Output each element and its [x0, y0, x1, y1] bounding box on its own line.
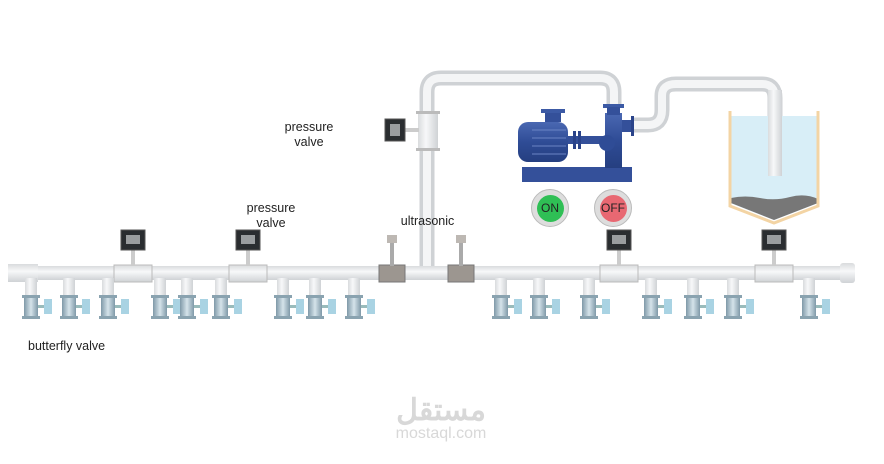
butterfly-valve[interactable] [684, 278, 714, 319]
main-pipe [10, 266, 853, 280]
watermark: مستقل mostaql.com [385, 396, 497, 442]
valve-handle-icon [200, 299, 208, 314]
display-screen [126, 235, 140, 244]
valve-handle-icon [82, 299, 90, 314]
ultrasonic-flowmeter [378, 235, 475, 283]
ultrasonic-sensor [447, 235, 475, 283]
butterfly-valve[interactable] [580, 278, 610, 319]
valve-handle-icon [602, 299, 610, 314]
valve-handle-icon [328, 299, 336, 314]
valve-handle-icon [173, 299, 181, 314]
valve-handle-icon [706, 299, 714, 314]
electromagnetic-flowmeter [228, 229, 268, 283]
valve-handle-icon [552, 299, 560, 314]
valve-handle-icon [121, 299, 129, 314]
display-screen [612, 235, 626, 244]
watermark-latin: mostaql.com [395, 425, 487, 442]
butterfly-valve[interactable] [306, 278, 336, 319]
valve-handle-icon [296, 299, 304, 314]
butterfly-valve[interactable] [800, 278, 830, 319]
on-label: ON [536, 194, 564, 222]
electromagnetic-flowmeter [599, 229, 639, 283]
butterfly-valve[interactable] [642, 278, 672, 319]
butterfly-valve[interactable] [99, 278, 129, 319]
pump-on-button[interactable]: ON [531, 189, 569, 227]
butterfly-valve[interactable] [274, 278, 304, 319]
valve-handle-icon [514, 299, 522, 314]
valve-handle-icon [44, 299, 52, 314]
butterfly-valve[interactable] [22, 278, 52, 319]
valve-handle-icon [746, 299, 754, 314]
pump [518, 104, 634, 182]
butterfly-valve[interactable] [60, 278, 90, 319]
butterfly-valve[interactable] [724, 278, 754, 319]
label-pressure-valve-top: pressure valve [284, 120, 334, 149]
butterfly-valve[interactable] [151, 278, 181, 319]
valve-handle-icon [234, 299, 242, 314]
label-ultrasonic: ultrasonic [400, 214, 455, 228]
electromagnetic-flowmeter [754, 229, 794, 283]
settling-tank [728, 90, 820, 225]
ultrasonic-sensor [378, 235, 406, 283]
butterfly-valve[interactable] [212, 278, 242, 319]
off-label: OFF [599, 194, 627, 222]
watermark-arabic: مستقل [396, 394, 486, 427]
electromagnetic-flowmeter [113, 229, 153, 283]
label-butterfly-valve: butterfly valve [28, 339, 106, 353]
valve-handle-icon [367, 299, 375, 314]
valve-handle-icon [664, 299, 672, 314]
butterfly-valve[interactable] [178, 278, 208, 319]
butterfly-valve[interactable] [530, 278, 560, 319]
pump-off-button[interactable]: OFF [594, 189, 632, 227]
valve-handle-icon [822, 299, 830, 314]
butterfly-valve[interactable] [345, 278, 375, 319]
return-pipe [419, 70, 783, 266]
display-screen [241, 235, 255, 244]
display-screen [767, 235, 781, 244]
butterfly-valve[interactable] [492, 278, 522, 319]
label-pressure-valve-left: pressure valve [246, 201, 296, 230]
pressure-valve-riser[interactable] [384, 111, 440, 151]
